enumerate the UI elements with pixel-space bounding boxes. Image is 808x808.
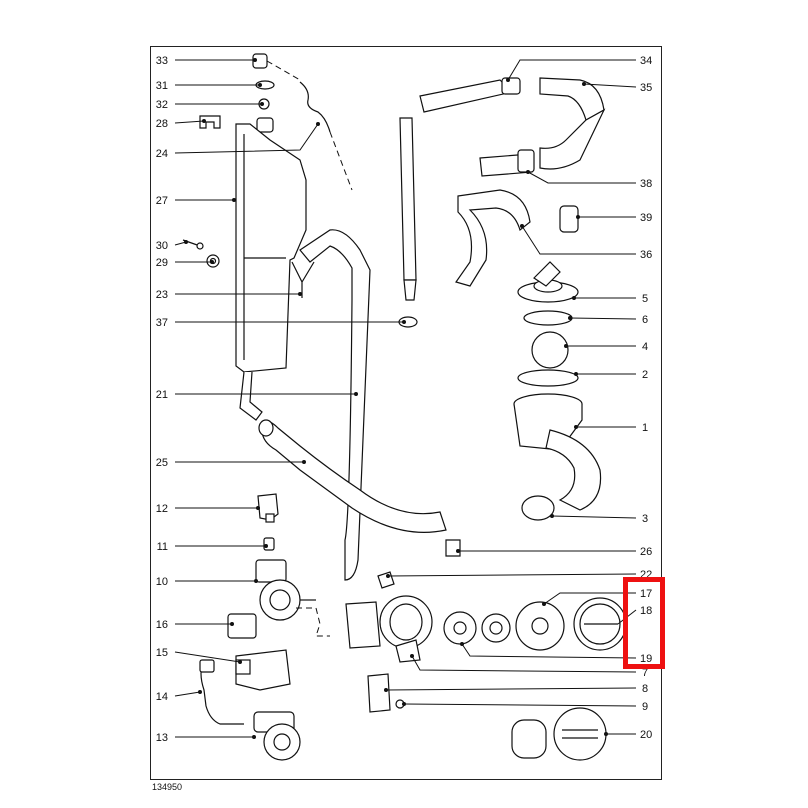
part-22-clip	[377, 571, 395, 589]
part-35-elbow	[539, 77, 606, 170]
part-16-module	[227, 613, 257, 639]
callout-39: 39	[640, 212, 652, 224]
callout-17: 17	[640, 588, 652, 600]
document-number: 134950	[152, 782, 183, 792]
callout-13: 13	[156, 732, 168, 744]
callout-16: 16	[156, 619, 168, 631]
part-30-screw	[182, 239, 204, 250]
part-28-clip	[199, 115, 221, 129]
diagram-frame	[150, 46, 662, 780]
callout-28: 28	[156, 118, 168, 130]
callout-30: 30	[156, 240, 168, 252]
callout-11: 11	[157, 541, 168, 553]
part-13-pump	[253, 711, 301, 761]
callout-15: 15	[156, 647, 168, 659]
callout-6: 6	[642, 314, 648, 326]
callout-24: 24	[156, 148, 168, 160]
callout-5: 5	[642, 293, 648, 305]
part-38-pipe	[479, 149, 535, 177]
part-4-ball	[531, 331, 569, 369]
part-33-valve	[252, 53, 301, 81]
callout-labels: 33 31 32 28 24 27 30 29 23 37 21 25 12 1…	[156, 55, 653, 744]
callout-21: 21	[156, 389, 168, 401]
part-15-pump-housing	[235, 649, 291, 691]
callout-1: 1	[642, 422, 648, 434]
highlight-box	[623, 577, 665, 669]
callout-4: 4	[642, 341, 648, 353]
callout-14: 14	[156, 691, 168, 703]
part-26-clip	[445, 539, 461, 557]
part-12-sensor	[257, 493, 279, 523]
callout-20: 20	[640, 729, 652, 741]
callout-19: 19	[640, 653, 652, 665]
part-27-detergent-box	[235, 123, 307, 373]
callout-26: 26	[640, 546, 652, 558]
callout-35: 35	[640, 82, 652, 94]
part-5-inlet	[517, 261, 579, 303]
callout-8: 8	[642, 683, 648, 695]
callout-36: 36	[640, 249, 652, 261]
callout-2: 2	[642, 369, 648, 381]
callout-27: 27	[156, 195, 168, 207]
callout-33: 33	[156, 55, 168, 67]
part-24-tube	[256, 81, 353, 191]
callout-32: 32	[156, 99, 168, 111]
callout-18: 18	[640, 605, 652, 617]
callout-23: 23	[156, 289, 168, 301]
part-8-bracket	[367, 673, 391, 713]
callout-34: 34	[640, 55, 652, 67]
part-2-clamp	[517, 369, 579, 387]
callout-31: 31	[156, 80, 168, 92]
part-11-connector	[263, 537, 275, 551]
part-10-pump	[255, 559, 330, 637]
part-14-wire	[199, 659, 244, 725]
callout-3: 3	[642, 513, 648, 525]
part-20-filter	[511, 707, 607, 761]
part-36-bracket	[455, 189, 531, 287]
part-23-y-connector	[291, 261, 315, 298]
callout-9: 9	[642, 701, 648, 713]
part-3-clamp	[521, 495, 555, 521]
part-6-gasket	[523, 310, 573, 326]
callout-38: 38	[640, 178, 652, 190]
part-25-hose	[258, 419, 447, 533]
callout-37: 37	[156, 317, 168, 329]
callout-29: 29	[156, 257, 168, 269]
callout-25: 25	[156, 457, 168, 469]
part-1-sump	[513, 393, 602, 511]
callout-12: 12	[156, 503, 168, 515]
part-34-hose	[399, 77, 521, 301]
callout-7: 7	[642, 667, 648, 679]
filter-assembly-7-19	[345, 595, 627, 663]
callout-10: 10	[156, 576, 168, 588]
leader-lines	[174, 58, 637, 739]
part-39-fitting	[559, 205, 579, 233]
